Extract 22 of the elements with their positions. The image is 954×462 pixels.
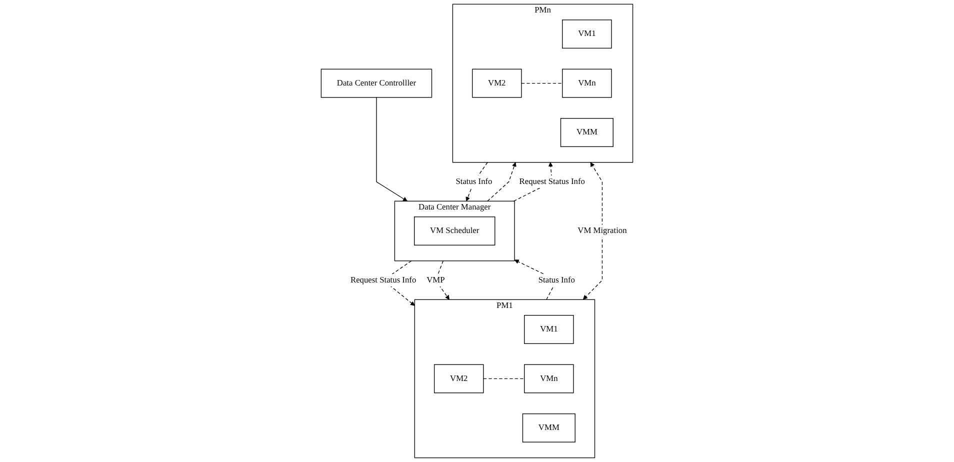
node-box: VMn [524,364,574,394]
connector [483,378,525,380]
node-box: VM1 [524,314,574,344]
connector [521,82,563,84]
node-box: VM1 [562,20,612,49]
arrow [487,162,516,202]
edge-label: Request Status Info [350,276,416,284]
node-box: Data Center Controlller [320,68,432,98]
edge-label: Request Status Info [519,177,585,186]
node-box: VMM [522,413,576,442]
arrow [376,97,408,202]
arrow [435,260,450,300]
edge-label: VM Migration [578,226,627,236]
edge-label: VMP [426,276,445,284]
edge-label: Status Info [456,177,492,186]
node-box: VM Scheduler [414,216,496,246]
node-box: VMn [562,68,612,98]
node-box: VM2 [434,364,484,394]
node-box: VMM [560,118,614,147]
node-box: VM2 [472,68,522,98]
arrow [582,162,603,300]
edge-label: Status Info [538,276,575,284]
